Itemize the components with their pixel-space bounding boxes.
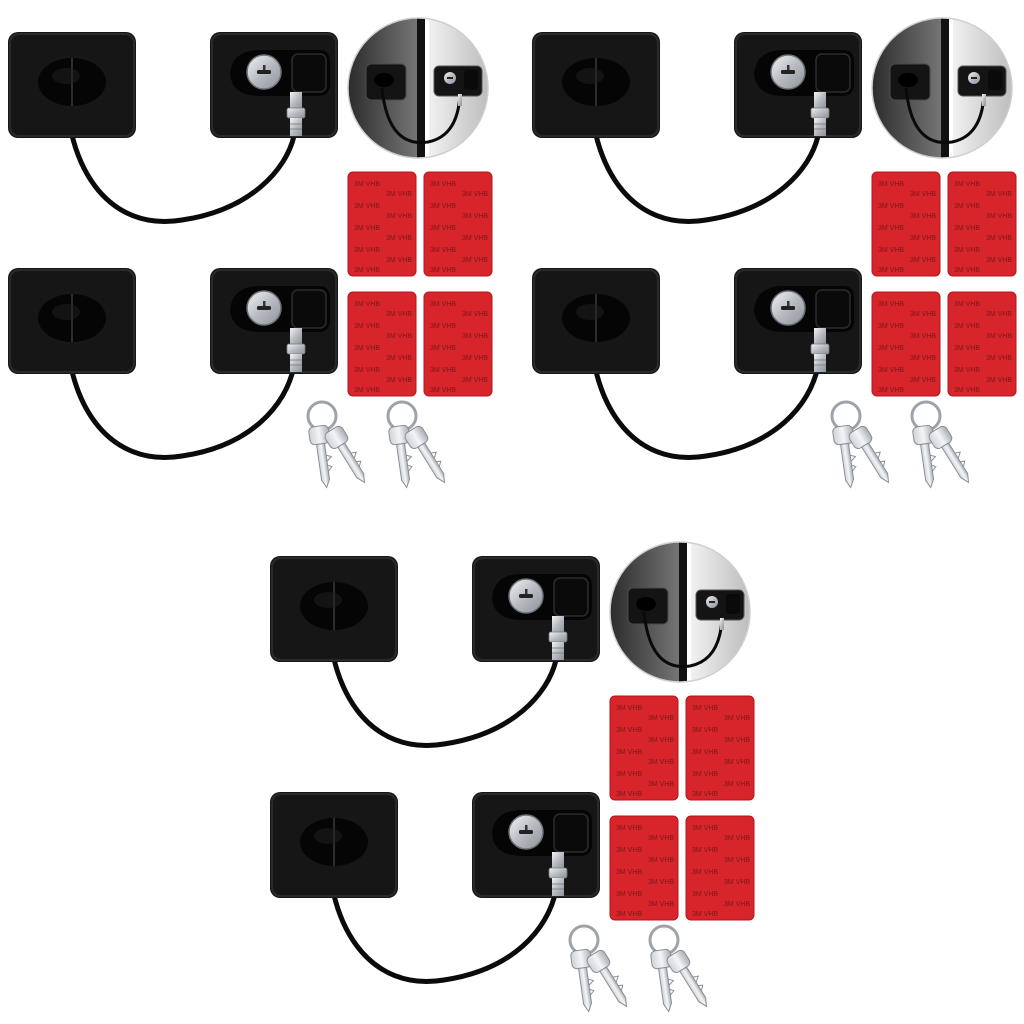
product-photo: 3M VHB 3M VHB 3M VHB 3M VHB 3M VHB 3M VH… bbox=[5, 15, 1019, 1016]
